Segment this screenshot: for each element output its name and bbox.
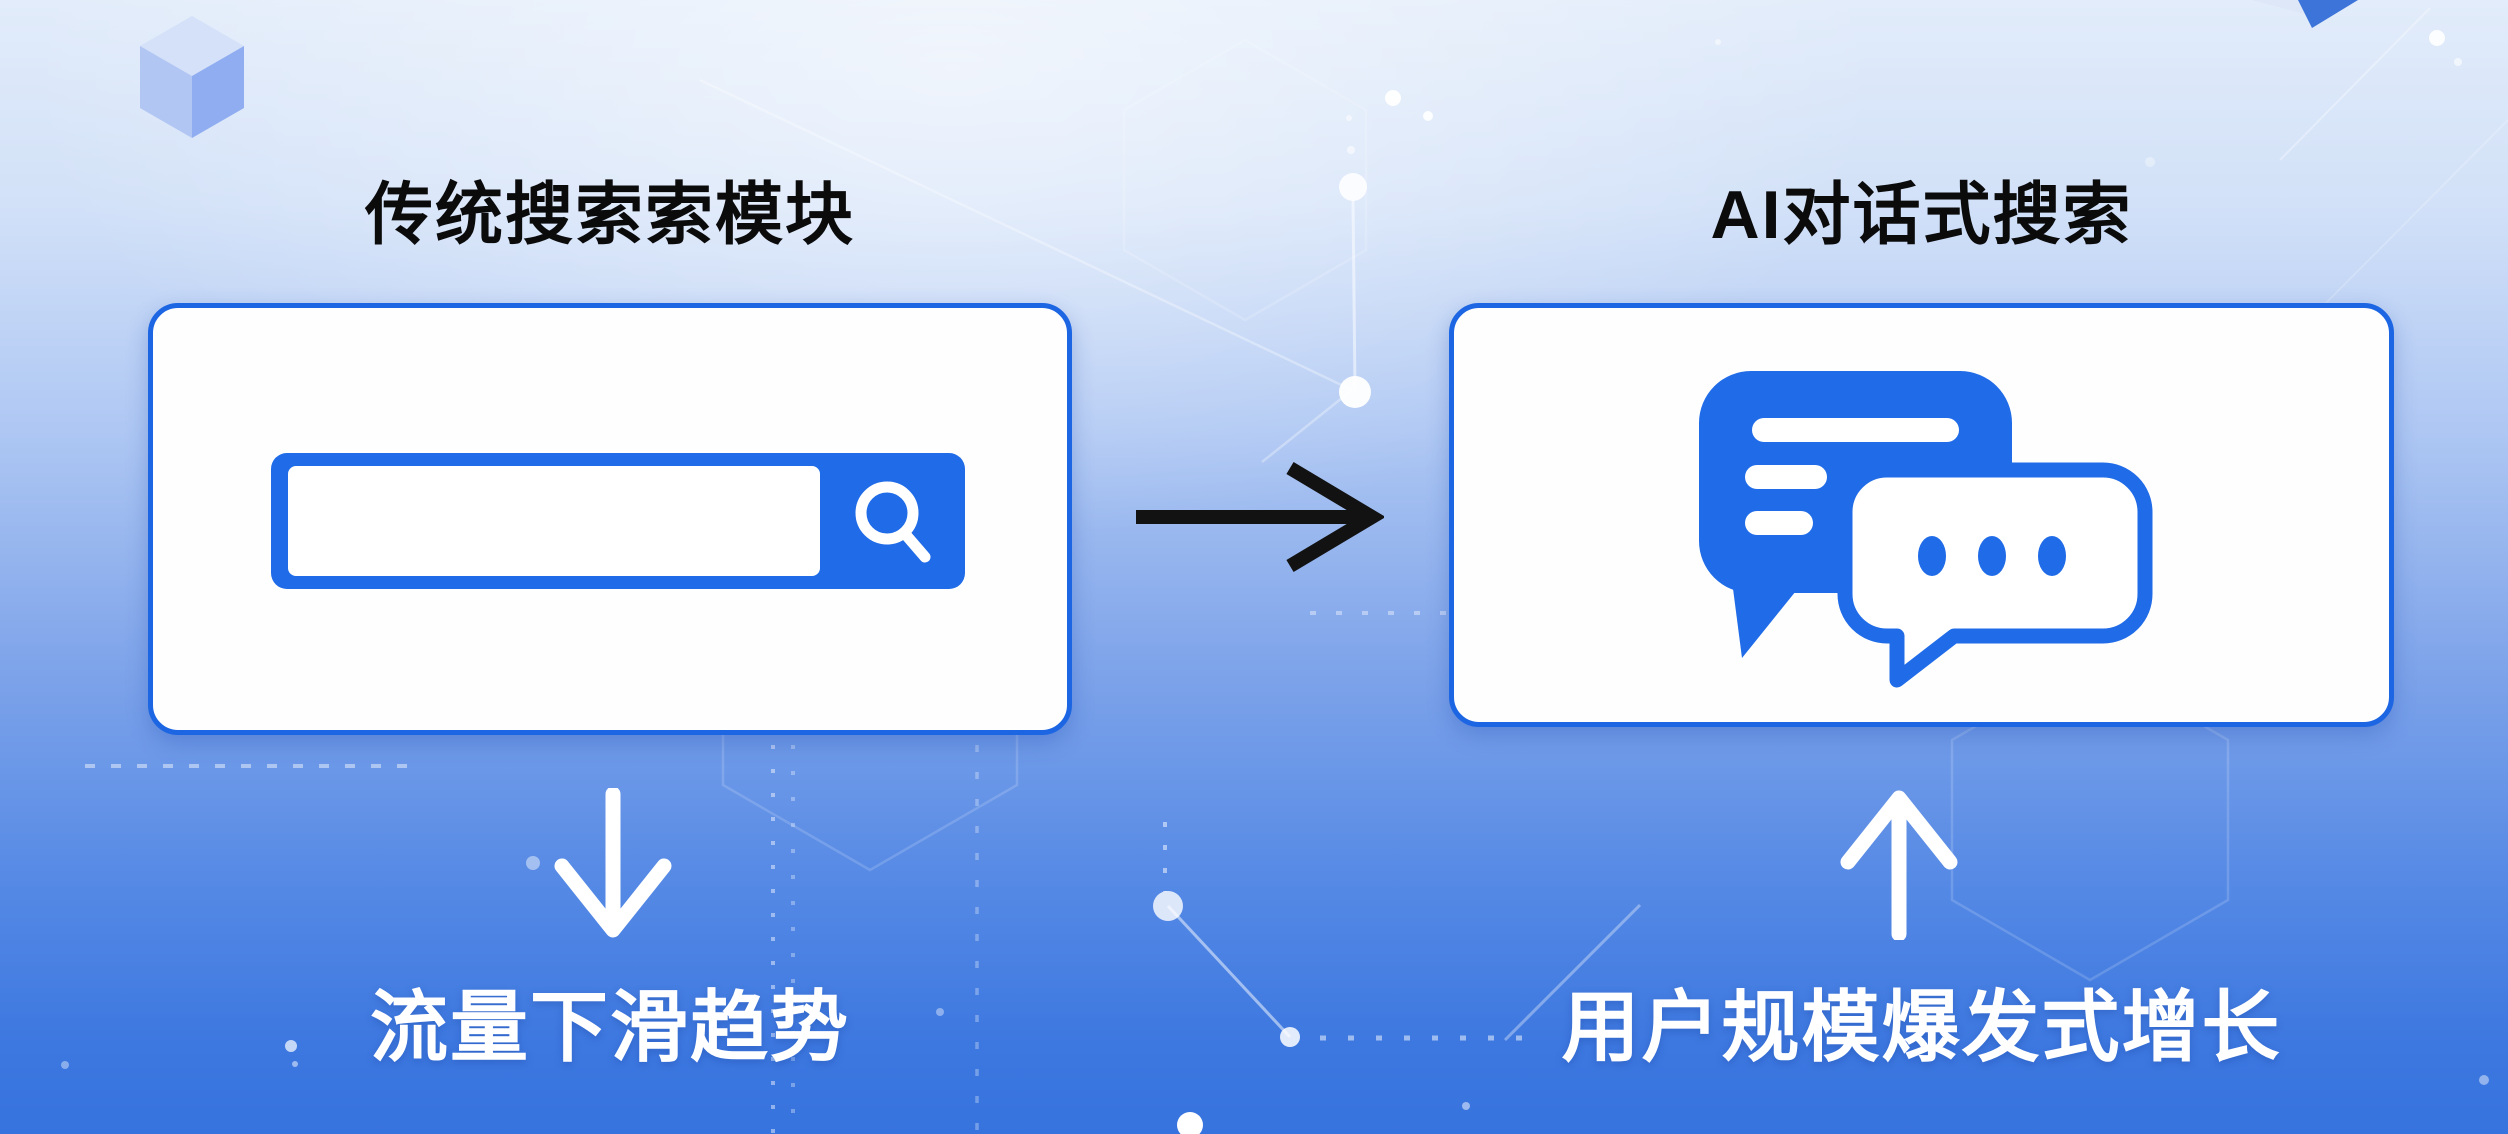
cube-icon [140, 16, 244, 138]
left-panel-title: 传统搜索索模块 [364, 177, 855, 253]
search-bar[interactable] [271, 453, 965, 589]
down-arrow-icon [554, 788, 672, 938]
chat-bubbles-icon [1699, 371, 2153, 688]
chat-bubble-front [1837, 462, 2153, 688]
traditional-search-card [148, 303, 1072, 735]
corner-cube-icon [2252, 0, 2358, 28]
right-caption: 用户规模爆发式增长 [1561, 983, 2282, 1071]
left-caption: 流量下滑趋势 [369, 983, 850, 1071]
right-panel-title: AI对话式搜索 [1710, 177, 2133, 253]
search-input[interactable] [288, 466, 820, 576]
magnifier-icon [855, 481, 930, 563]
up-arrow-icon [1840, 790, 1958, 940]
search-button[interactable] [820, 453, 965, 589]
right-arrow-connector-icon [1136, 461, 1384, 573]
ai-chat-search-card [1449, 303, 2394, 727]
